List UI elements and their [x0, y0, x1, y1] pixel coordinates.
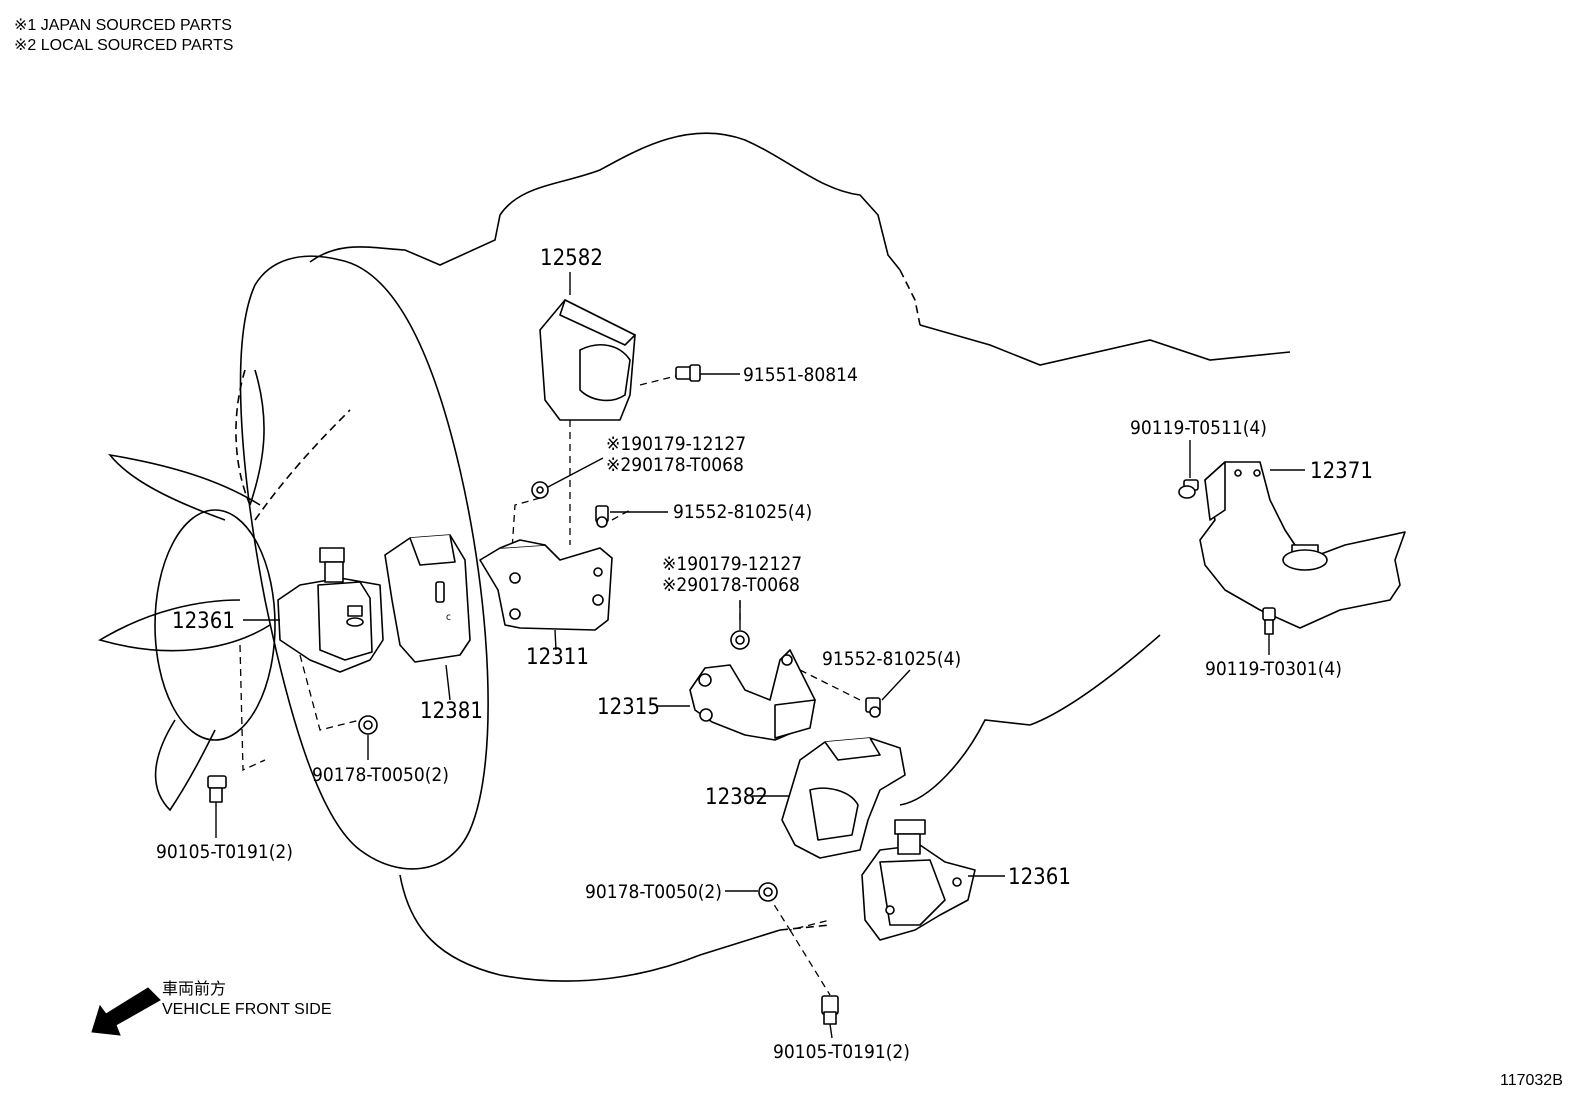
flywheel-disc	[239, 255, 489, 870]
part-12381: c	[384, 534, 471, 663]
label-90178-t0050-right: 90178-T0050(2)	[585, 881, 722, 903]
label-12361-right: 12361	[1008, 865, 1071, 890]
nut-90179-b-icon	[730, 630, 750, 650]
note-local-sourced: ※2 LOCAL SOURCED PARTS	[14, 37, 233, 54]
label-90178-t0050-left: 90178-T0050(2)	[312, 764, 449, 786]
bolt-91552-a-icon	[595, 505, 609, 528]
part-12361-left	[277, 547, 384, 673]
label-90179-12127-b: ※190179-12127	[662, 553, 802, 575]
label-91552-81025-a: 91552-81025(4)	[673, 501, 812, 523]
part-12582	[539, 299, 636, 421]
nut-90179-a-icon	[531, 481, 549, 499]
front-direction-arrow-icon	[91, 987, 161, 1036]
label-12382: 12382	[705, 785, 768, 810]
label-91551-80814: 91551-80814	[743, 364, 858, 386]
svg-text:c: c	[446, 612, 451, 623]
direction-label-en: VEHICLE FRONT SIDE	[162, 1001, 332, 1018]
bolt-91551-icon	[675, 364, 701, 382]
diagram-id: 117032B	[1500, 1072, 1563, 1089]
part-12361-right	[861, 819, 976, 941]
direction-label-jp: 車両前方	[162, 980, 226, 998]
label-12371: 12371	[1310, 459, 1373, 484]
label-90105-t0191-left: 90105-T0191(2)	[156, 841, 293, 863]
engine-outline	[309, 132, 1291, 982]
bolt-90105-left-icon	[207, 775, 227, 803]
label-90179-12127-a: ※190179-12127	[606, 433, 746, 455]
label-12381: 12381	[420, 699, 483, 724]
bolt-90119-b-icon	[1262, 607, 1276, 635]
part-12371	[1199, 461, 1406, 629]
label-12582: 12582	[540, 246, 603, 271]
part-12311	[479, 539, 613, 631]
label-12361-left: 12361	[172, 609, 235, 634]
nut-90178-right-icon	[758, 882, 778, 902]
label-90178-t0068-b: ※290178-T0068	[662, 574, 800, 596]
nut-90178-left-icon	[358, 715, 378, 735]
label-90178-t0068-a: ※290178-T0068	[606, 454, 744, 476]
label-91552-81025-b: 91552-81025(4)	[822, 648, 961, 670]
cooling-fan	[98, 369, 351, 812]
part-12315	[689, 649, 816, 741]
note-japan-sourced: ※1 JAPAN SOURCED PARTS	[14, 17, 232, 34]
nut-90119-a-icon	[1178, 479, 1199, 499]
label-90119-t0301: 90119-T0301(4)	[1205, 658, 1342, 680]
label-90105-t0191-right: 90105-T0191(2)	[773, 1041, 910, 1063]
bolt-91552-b-icon	[865, 697, 881, 718]
label-12311: 12311	[526, 645, 589, 670]
bolt-90105-right-icon	[821, 995, 839, 1025]
label-12315: 12315	[597, 695, 660, 720]
label-90119-t0511: 90119-T0511(4)	[1130, 417, 1267, 439]
part-12382	[781, 737, 906, 859]
